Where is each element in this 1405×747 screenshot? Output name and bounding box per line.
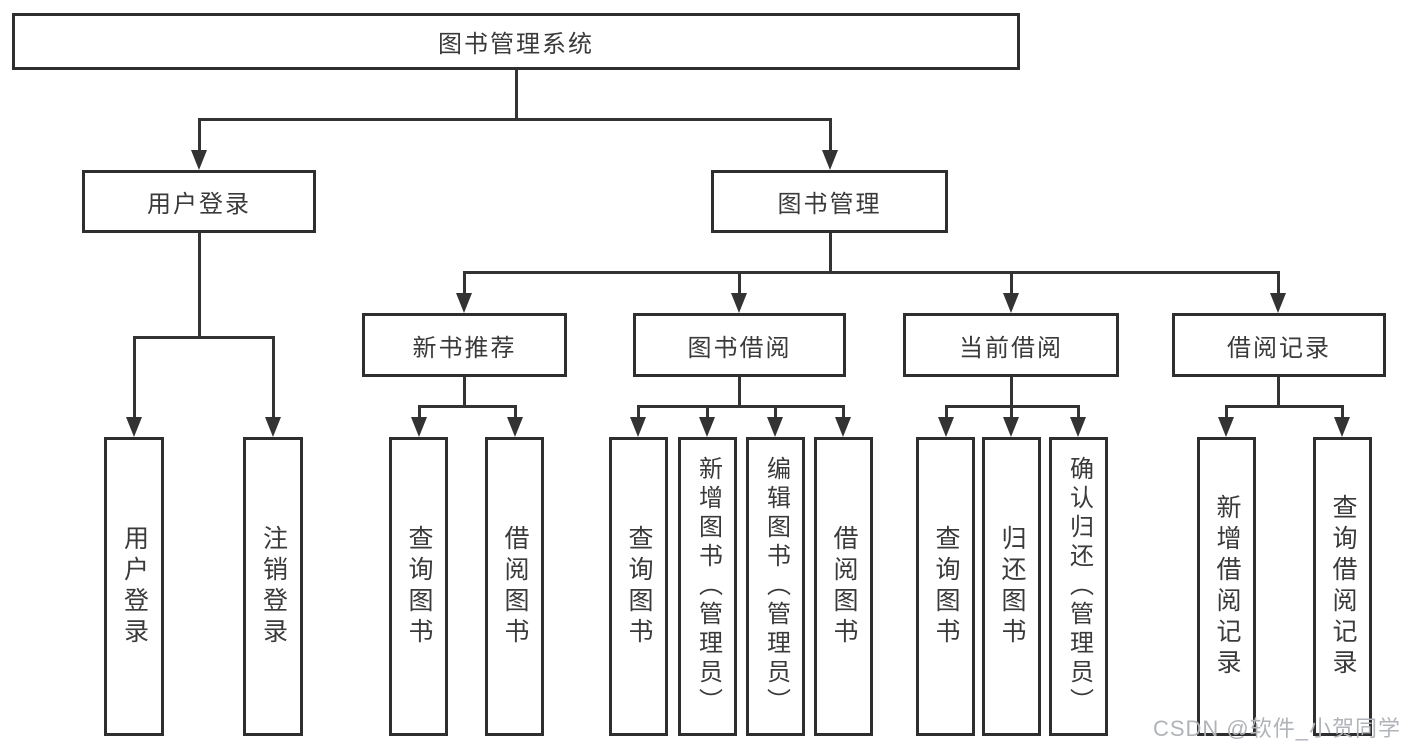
arrow-down-icon — [411, 417, 427, 437]
connector-line — [418, 405, 421, 419]
arrow-down-icon — [1070, 417, 1086, 437]
arrow-down-icon — [822, 150, 838, 170]
leaf-add-books-admin: 新增图书（管理员） — [678, 437, 737, 736]
leaf-add-borrow-record: 新增借阅记录 — [1197, 437, 1256, 736]
connector-line — [738, 271, 741, 295]
connector-line — [1010, 271, 1013, 295]
connector-line — [829, 233, 832, 271]
leaf-logout: 注销登录 — [243, 437, 303, 736]
leaf-query-books-current: 查询图书 — [916, 437, 975, 736]
node-book-management: 图书管理 — [711, 170, 948, 233]
connector-line — [463, 377, 466, 405]
arrow-down-icon — [767, 417, 783, 437]
connector-line — [418, 405, 517, 408]
node-library-management-system: 图书管理系统 — [12, 13, 1020, 70]
connector-line — [1225, 405, 1344, 408]
arrow-down-icon — [1334, 417, 1350, 437]
connector-line — [463, 271, 1280, 274]
connector-line — [1277, 271, 1280, 295]
connector-line — [637, 405, 845, 408]
leaf-return-books: 归还图书 — [982, 437, 1041, 736]
leaf-label: 查询借阅记录 — [1329, 493, 1357, 680]
leaf-query-books-recommend: 查询图书 — [389, 437, 448, 736]
connector-line — [515, 70, 518, 118]
connector-line — [1225, 405, 1228, 419]
arrow-down-icon — [630, 417, 646, 437]
leaf-label: 注销登录 — [259, 524, 288, 649]
connector-line — [514, 405, 517, 419]
leaf-label: 新增借阅记录 — [1213, 493, 1241, 680]
connector-line — [1277, 377, 1280, 405]
leaf-label: 用户登录 — [120, 524, 149, 649]
arrow-down-icon — [456, 293, 472, 313]
connector-line — [842, 405, 845, 419]
leaf-query-books-borrowing: 查询图书 — [609, 437, 668, 736]
node-current-borrowing: 当前借阅 — [903, 313, 1119, 377]
arrow-down-icon — [1003, 293, 1019, 313]
arrow-down-icon — [731, 293, 747, 313]
connector-line — [738, 377, 741, 405]
arrow-down-icon — [1270, 293, 1286, 313]
connector-line — [1010, 377, 1013, 405]
watermark: CSDN @软件_小贺同学 — [1152, 716, 1401, 741]
connector-line — [1341, 405, 1344, 419]
connector-line — [198, 118, 201, 152]
arrow-down-icon — [938, 417, 954, 437]
leaf-confirm-return-admin: 确认归还（管理员） — [1049, 437, 1108, 736]
leaf-label: 确认归还（管理员） — [1065, 456, 1093, 717]
leaf-borrow-books-recommend: 借阅图书 — [485, 437, 544, 736]
node-borrowing-records: 借阅记录 — [1172, 313, 1386, 377]
connector-line — [463, 271, 466, 295]
arrow-down-icon — [265, 417, 281, 437]
connector-line — [945, 405, 948, 419]
connector-line — [133, 336, 136, 419]
node-book-borrowing: 图书借阅 — [633, 313, 846, 377]
connector-line — [198, 233, 201, 336]
leaf-label: 新增图书（管理员） — [694, 456, 722, 717]
connector-line — [133, 336, 275, 339]
connector-line — [1077, 405, 1080, 419]
leaf-label: 查询图书 — [625, 524, 653, 649]
arrow-down-icon — [1218, 417, 1234, 437]
arrow-down-icon — [191, 150, 207, 170]
leaf-edit-books-admin: 编辑图书（管理员） — [746, 437, 805, 736]
arrow-down-icon — [507, 417, 523, 437]
arrow-down-icon — [126, 417, 142, 437]
leaf-label: 归还图书 — [998, 524, 1026, 649]
connector-line — [198, 118, 832, 121]
node-new-book-recommend: 新书推荐 — [362, 313, 567, 377]
connector-line — [829, 118, 832, 152]
connector-line — [637, 405, 640, 419]
arrow-down-icon — [1003, 417, 1019, 437]
leaf-label: 编辑图书（管理员） — [762, 456, 790, 717]
connector-line — [706, 405, 709, 419]
leaf-user-login: 用户登录 — [104, 437, 164, 736]
leaf-borrow-books: 借阅图书 — [814, 437, 873, 736]
leaf-label: 查询图书 — [405, 524, 433, 649]
leaf-label: 查询图书 — [932, 524, 960, 649]
connector-line — [1010, 405, 1013, 419]
connector-line — [272, 336, 275, 419]
node-user-login: 用户登录 — [82, 170, 316, 233]
leaf-query-borrow-record: 查询借阅记录 — [1313, 437, 1372, 736]
leaf-label: 借阅图书 — [501, 524, 529, 649]
arrow-down-icon — [835, 417, 851, 437]
leaf-label: 借阅图书 — [830, 524, 858, 649]
connector-line — [774, 405, 777, 419]
arrow-down-icon — [699, 417, 715, 437]
